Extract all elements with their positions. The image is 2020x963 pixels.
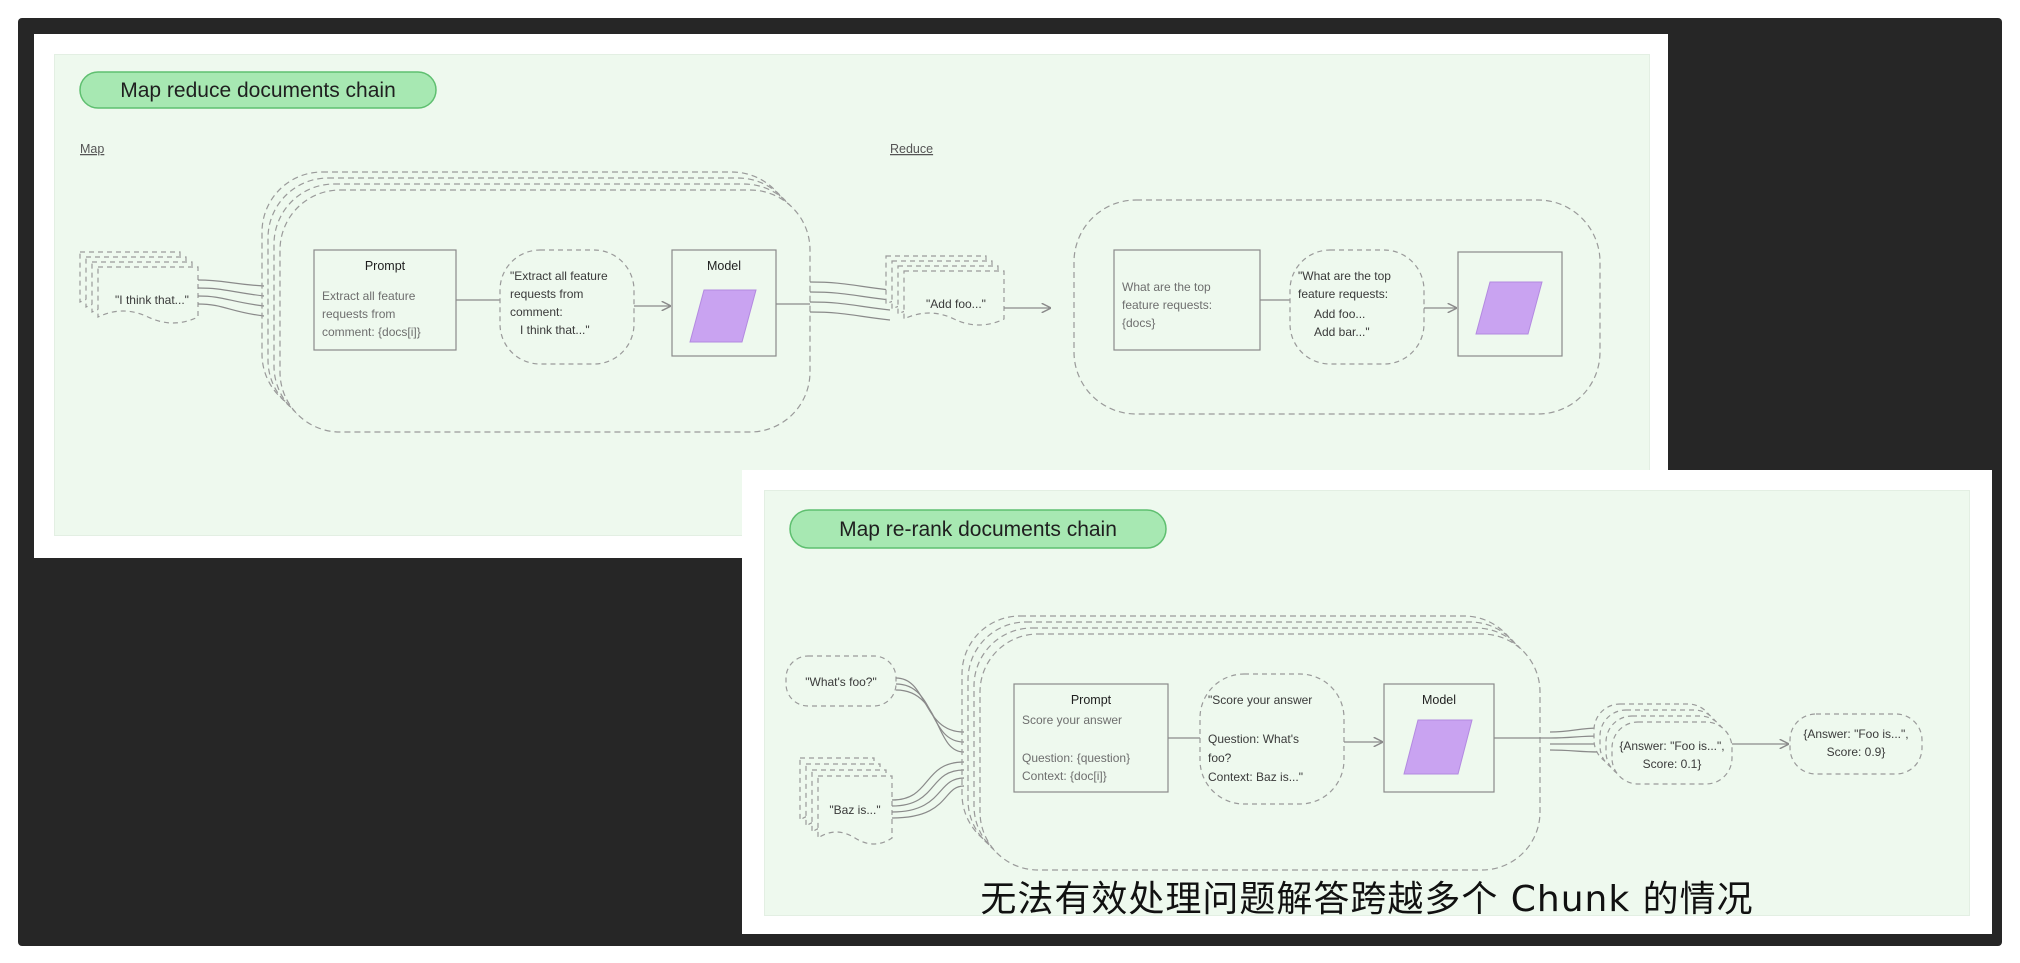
reduce-filled-line-3: Add foo... — [1314, 307, 1365, 321]
reduce-filled-bubble — [1289, 249, 1425, 365]
map-prompt-box — [313, 249, 457, 351]
rerank-filled-bubble — [1199, 673, 1345, 805]
input-doc-stack — [79, 251, 199, 324]
reduce-filled-line-4: Add bar..." — [1314, 325, 1370, 339]
rerank-output-line-2: Score: 0.1} — [1643, 757, 1702, 771]
rerank-prompt-line-4: Context: {doc[i]} — [1022, 769, 1107, 783]
map-reduce-slide: Map reduce documents chain Map Reduce "I… — [34, 34, 1668, 558]
map-prompt-line-3: comment: {docs[i]} — [322, 325, 421, 339]
map-reduce-diagram: Map reduce documents chain Map Reduce "I… — [79, 71, 1601, 433]
rerank-model-title: Model — [1422, 693, 1456, 707]
rerank-prompt-line-1: Score your answer — [1022, 713, 1122, 727]
rerank-input-doc-stack — [799, 757, 893, 845]
rerank-prompt-box — [1013, 683, 1169, 793]
map-filled-line-2: requests from — [510, 287, 583, 301]
map-filled-line-1: "Extract all feature — [510, 269, 608, 283]
rerank-prompt-line-3: Question: {question} — [1022, 751, 1130, 765]
rerank-filled-line-1: "Score your answer — [1208, 693, 1312, 707]
map-section-label: Map — [80, 142, 104, 156]
question-bubble — [785, 655, 897, 707]
map-output-doc-stack — [885, 255, 1005, 326]
map-prompt-line-1: Extract all feature — [322, 289, 416, 303]
rerank-prompt-title: Prompt — [1071, 693, 1112, 707]
input-doc-label: "I think that..." — [115, 293, 189, 307]
rerank-final-line-2: Score: 0.9} — [1827, 745, 1886, 759]
map-model-shape — [689, 289, 757, 343]
reduce-section-label: Reduce — [890, 142, 933, 156]
reduce-prompt-line-2: feature requests: — [1122, 298, 1212, 312]
rerank-model-shape — [1403, 719, 1473, 775]
rerank-filled-line-3: Question: What's — [1208, 732, 1299, 746]
reduce-prompt-line-1: What are the top — [1122, 280, 1211, 294]
map-filled-line-4: I think that..." — [520, 323, 590, 337]
map-reduce-title-pill — [79, 71, 437, 109]
map-reduce-title: Map reduce documents chain — [120, 79, 396, 102]
reduce-prompt-line-3: {docs} — [1122, 316, 1155, 330]
reduce-filled-line-2: feature requests: — [1298, 287, 1388, 301]
reduce-filled-line-1: "What are the top — [1298, 269, 1391, 283]
rerank-output-stack — [1593, 703, 1733, 785]
rerank-filled-line-5: Context: Baz is..." — [1208, 770, 1303, 784]
map-rerank-slide: Map re-rank documents chain "What's foo?… — [742, 470, 1992, 934]
map-rerank-title: Map re-rank documents chain — [839, 518, 1117, 541]
rerank-output-line-1: {Answer: "Foo is...", — [1619, 739, 1724, 753]
map-rerank-diagram: Map re-rank documents chain "What's foo?… — [785, 509, 1923, 871]
rerank-final-line-1: {Answer: "Foo is...", — [1803, 727, 1908, 741]
rerank-final-bubble — [1789, 713, 1923, 775]
rerank-filled-line-4: foo? — [1208, 751, 1232, 765]
map-rerank-title-pill — [789, 509, 1167, 549]
question-label: "What's foo?" — [805, 675, 877, 689]
reduce-prompt-box — [1113, 249, 1261, 351]
reduce-model-shape — [1475, 281, 1543, 335]
map-prompt-line-2: requests from — [322, 307, 395, 321]
map-output-label: "Add foo..." — [926, 297, 986, 311]
map-filled-prompt-bubble — [499, 249, 635, 365]
map-filled-line-3: comment: — [510, 305, 563, 319]
video-subtitle: 无法有效处理问题解答跨越多个 Chunk 的情况 — [980, 879, 1754, 920]
map-model-title: Model — [707, 259, 741, 273]
rerank-input-doc-label: "Baz is..." — [829, 803, 880, 817]
map-prompt-title: Prompt — [365, 259, 406, 273]
